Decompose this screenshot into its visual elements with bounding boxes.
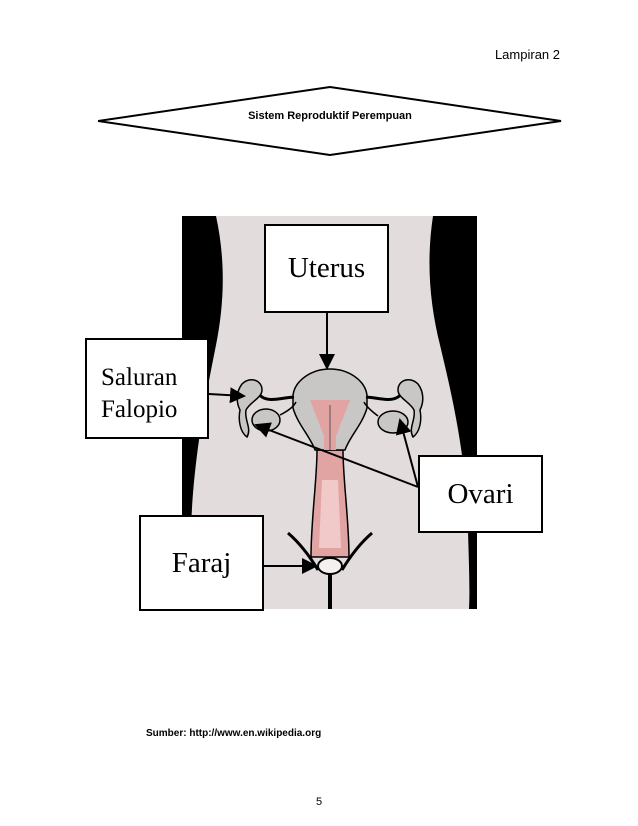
- ovary-left-pointer: [254, 422, 419, 488]
- right-fimbriae: [397, 379, 424, 439]
- vaginal-canal-inner: [319, 480, 341, 548]
- vulva-opening: [317, 557, 343, 575]
- ovary-label: Ovari: [418, 455, 543, 533]
- fallopian-tube-label-line1: Saluran: [101, 364, 178, 391]
- appendix-label: Lampiran 2: [494, 47, 560, 62]
- source-citation: Sumber: http://www.en.wikipedia.org: [146, 728, 322, 739]
- diamond-shape: [98, 86, 562, 156]
- fallopian-pointer: [208, 387, 246, 404]
- left-ovary: [251, 408, 281, 432]
- fallopian-tube-label-line2: Falopio: [101, 396, 178, 423]
- banner-title: Sistem Reproduktif Perempuan: [248, 110, 412, 122]
- ovary-right-pointer: [395, 418, 419, 488]
- vagina-label: Faraj: [139, 515, 264, 611]
- fallopian-tube-label: Saluran Falopio: [85, 338, 209, 439]
- uterus-label: Uterus: [264, 224, 389, 313]
- title-banner: Sistem Reproduktif Perempuan: [98, 86, 562, 156]
- page-number: 5: [315, 796, 323, 808]
